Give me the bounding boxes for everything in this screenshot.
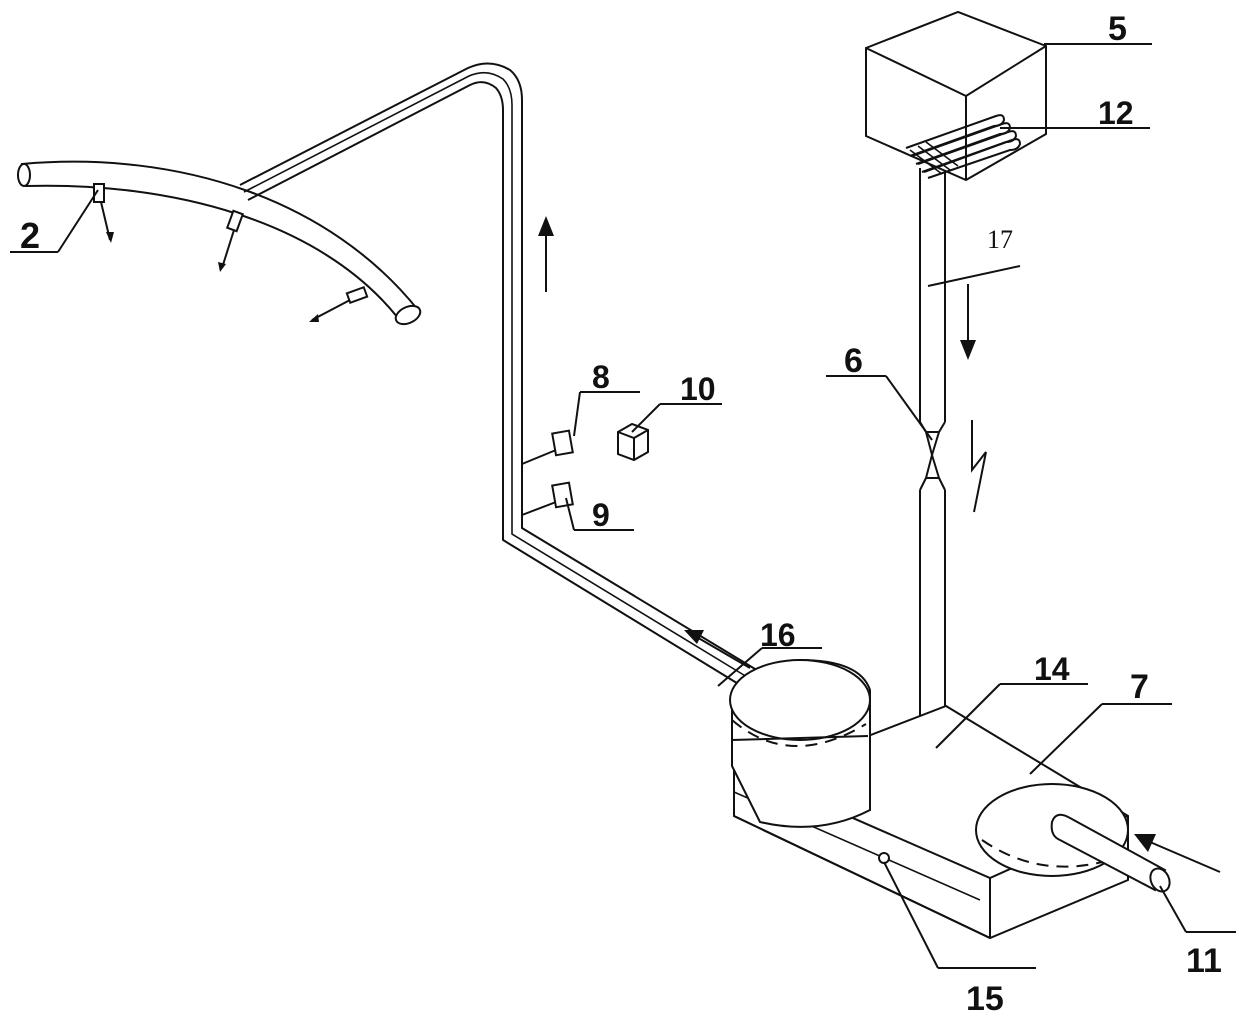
flow-arrow-down [960,284,976,360]
flow-arrow-16 [684,630,750,668]
label-5: 5 [1108,10,1127,48]
nozzle-3 [309,287,367,322]
label-6: 6 [844,342,863,380]
label-10: 10 [680,371,716,407]
drain-15 [879,853,889,863]
label-16: 16 [760,617,796,653]
label-11: 11 [1186,942,1222,980]
lightning-arrow [972,420,986,512]
valve-6 [926,432,939,478]
sensor-9 [522,483,573,515]
nozzle-2 [218,211,243,272]
label-7: 7 [1130,668,1149,706]
label-9: 9 [592,497,610,533]
spray-pipe [18,162,423,328]
outlet-drum [730,660,870,827]
label-15: 15 [966,980,1004,1018]
label-2: 2 [20,215,40,256]
tank-5 [866,12,1046,180]
controller-10 [618,424,648,460]
label-12: 12 [1098,95,1134,131]
flow-arrow-up [538,216,554,292]
label-14: 14 [1034,651,1070,687]
label-17: 17 [987,225,1013,254]
label-8: 8 [592,359,610,395]
sensor-8 [522,431,573,464]
